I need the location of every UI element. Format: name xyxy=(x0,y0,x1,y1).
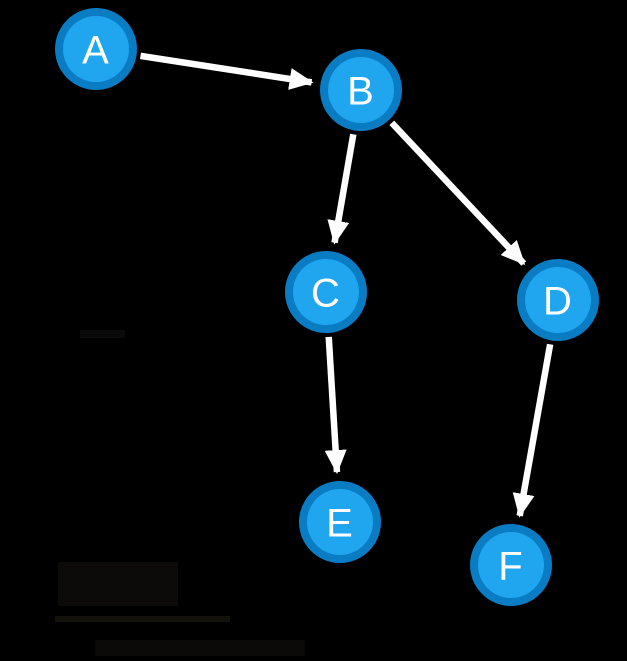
node-label: F xyxy=(498,544,523,588)
background-artifact xyxy=(80,330,125,338)
node-label: C xyxy=(311,271,341,315)
edge-A-B xyxy=(139,52,314,90)
background-artifact xyxy=(58,562,178,606)
node-label: A xyxy=(82,28,110,72)
graph-node-D[interactable]: D xyxy=(517,259,599,341)
edge-C-E xyxy=(324,336,347,475)
node-label: E xyxy=(326,501,354,545)
node-label: B xyxy=(347,69,375,113)
edge-B-D xyxy=(389,120,527,266)
node-inner-circle xyxy=(293,259,359,325)
edge-D-F xyxy=(512,343,554,518)
node-inner-circle xyxy=(63,16,129,82)
graph-node-A[interactable]: A xyxy=(55,8,137,90)
edge-B-C xyxy=(327,133,357,245)
graph-node-B[interactable]: B xyxy=(320,49,402,131)
node-label: D xyxy=(543,279,573,323)
node-inner-circle xyxy=(525,267,591,333)
node-inner-circle xyxy=(307,489,373,555)
background-artifact xyxy=(55,616,230,622)
graph-node-F[interactable]: F xyxy=(470,524,552,606)
node-inner-circle xyxy=(328,57,394,123)
graph-node-E[interactable]: E xyxy=(299,481,381,563)
background-artifact xyxy=(95,640,305,656)
node-inner-circle xyxy=(478,532,544,598)
graph-node-C[interactable]: C xyxy=(285,251,367,333)
